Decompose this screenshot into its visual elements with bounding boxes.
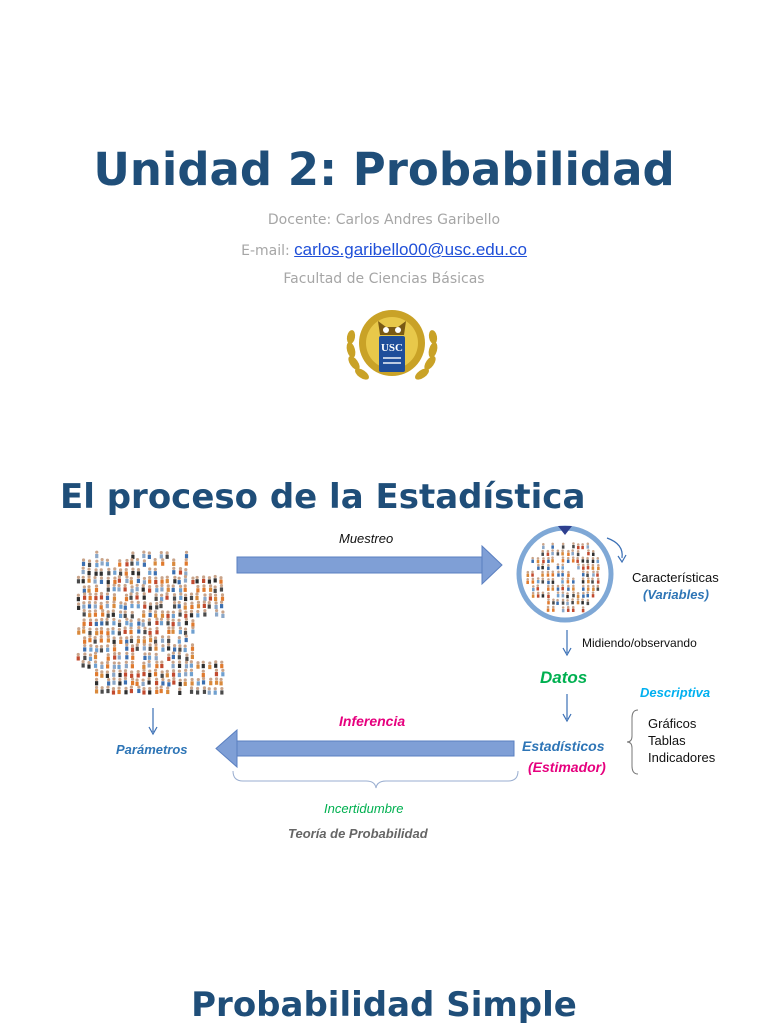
simple-probability-slide: Probabilidad Simple: [0, 880, 768, 1025]
down-arrow-datos: [562, 630, 572, 657]
email-line: E-mail: carlos.garibello00@usc.edu.co: [0, 240, 768, 260]
faculty-line: Facultad de Ciencias Básicas: [283, 271, 485, 287]
graficos-label: Gráficos: [648, 716, 697, 731]
population-crowd-icon: [76, 550, 225, 695]
midiendo-label: Midiendo/observando: [582, 636, 697, 650]
muestreo-label: Muestreo: [339, 531, 394, 546]
sample-circle: [516, 525, 614, 623]
teacher-line: Docente: Carlos Andres Garibello: [267, 212, 501, 228]
estimador-label: (Estimador): [528, 759, 606, 775]
caracteristicas-label: Características: [632, 570, 719, 585]
slide-title: Probabilidad Simple: [191, 985, 577, 1025]
tablas-label: Tablas: [648, 733, 686, 748]
slide-title: El proceso de la Estadística: [60, 477, 586, 517]
inferencia-label: Inferencia: [339, 713, 406, 729]
laurel-left: [346, 330, 369, 380]
email-link[interactable]: carlos.garibello00@usc.edu.co: [294, 240, 527, 259]
muestreo-arrow: [236, 544, 503, 586]
descriptiva-label: Descriptiva: [640, 685, 711, 700]
indicadores-label: Indicadores: [648, 750, 716, 765]
usc-logo: USC: [346, 310, 438, 380]
down-arrow-estadisticos: [562, 694, 572, 723]
email-label: E-mail:: [241, 243, 290, 259]
curve-arrow: [606, 537, 623, 559]
process-slide: El proceso de la Estadística: [0, 440, 768, 880]
estadisticos-label: Estadísticos: [522, 738, 605, 754]
logo-text: USC: [381, 342, 403, 354]
inferencia-arrow: [215, 728, 515, 769]
title-slide: Unidad 2: Probabilidad Docente: Carlos A…: [0, 0, 768, 440]
process-diagram: [76, 525, 639, 789]
variables-label: (Variables): [643, 587, 709, 602]
incertidumbre-brace: [232, 770, 519, 789]
incertidumbre-label: Incertidumbre: [324, 801, 404, 816]
down-arrow-parametros: [148, 708, 158, 736]
descriptiva-bracket: [626, 709, 639, 775]
slide-title: Unidad 2: Probabilidad: [93, 143, 675, 196]
parametros-label: Parámetros: [116, 742, 188, 757]
datos-label: Datos: [540, 668, 588, 687]
teoria-label: Teoría de Probabilidad: [288, 826, 428, 841]
owl-icon: [378, 321, 406, 335]
laurel-right: [415, 330, 438, 380]
